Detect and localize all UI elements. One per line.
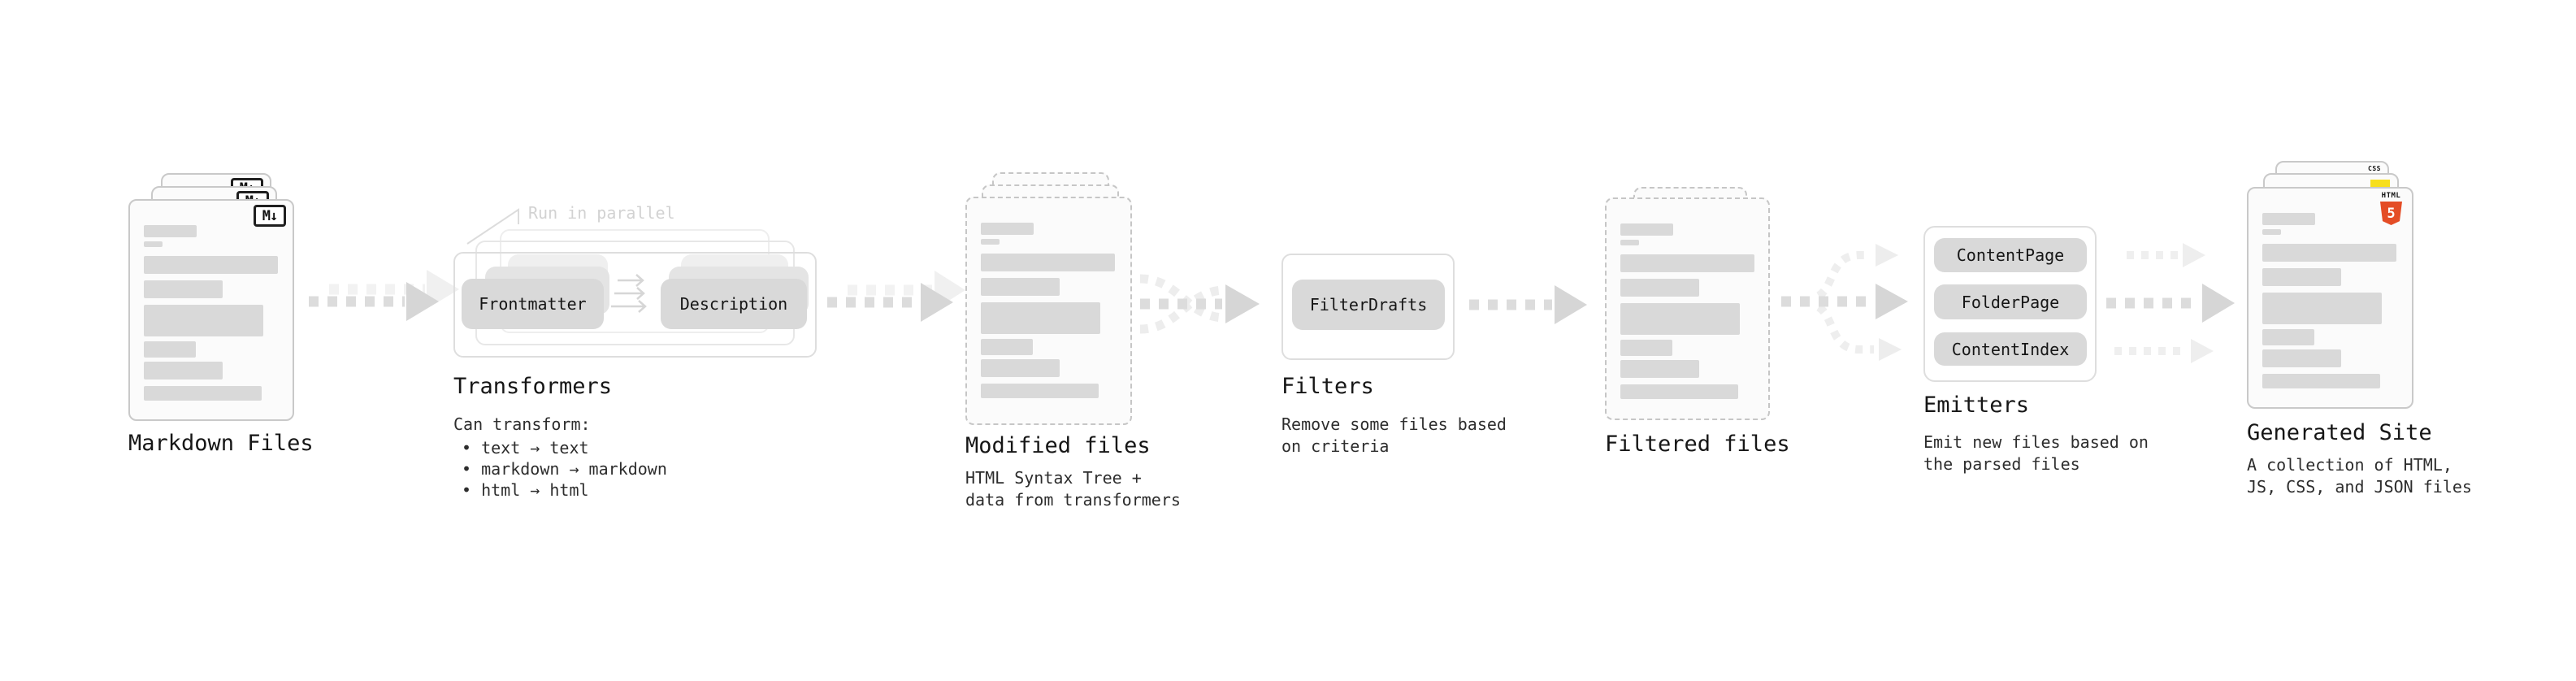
stage-description-filters: Remove some files based on criteria — [1281, 414, 1507, 456]
annotation-leader-line — [466, 208, 519, 245]
transform-bullet: • text → text — [462, 438, 589, 458]
stage-title-filtered-files: Filtered files — [1605, 432, 1790, 457]
filtered-doc-card-front — [1605, 197, 1770, 420]
skeleton-bar — [981, 384, 1099, 398]
generated-doc-card-html: HTML 5 — [2247, 187, 2413, 409]
pill-contentindex: ContentIndex — [1934, 332, 2087, 366]
skeleton-bar — [144, 256, 278, 274]
stage-title-generated-site: Generated Site — [2247, 420, 2432, 445]
html5-icon: HTML 5 — [2380, 193, 2402, 225]
flow-arrow-filtered-to-emitters — [1781, 244, 1908, 361]
skeleton-bar — [144, 341, 196, 358]
annotation-run-in-parallel: Run in parallel — [528, 203, 675, 223]
skeleton-bar — [2262, 374, 2380, 388]
skeleton-bar — [981, 223, 1034, 235]
skeleton-bar — [981, 254, 1115, 271]
skeleton-bar — [2262, 244, 2396, 262]
modified-doc-card-front — [965, 197, 1132, 425]
flow-arrow-filters-to-filtered — [1469, 285, 1587, 324]
skeleton-bar — [144, 241, 163, 247]
markdown-doc-card-front: M↓ — [128, 199, 294, 421]
skeleton-bar — [144, 305, 263, 336]
skeleton-bar — [2262, 268, 2341, 286]
skeleton-bar — [2262, 349, 2341, 367]
skeleton-bar — [144, 280, 223, 298]
flow-arrow-markdown-to-transformers — [309, 270, 459, 321]
skeleton-bar — [2262, 329, 2314, 345]
flow-arrow-emitters-to-generated — [2106, 243, 2235, 363]
flow-arrow-modified-to-filters — [1139, 274, 1260, 334]
skeleton-bar — [2262, 213, 2315, 225]
markdown-icon: M↓ — [254, 205, 286, 227]
skeleton-bar — [144, 386, 262, 401]
skeleton-bar — [144, 362, 223, 380]
stage-description-emitters: Emit new files based on the parsed files — [1923, 432, 2149, 474]
parallel-run-arrows — [611, 274, 647, 313]
skeleton-bar — [144, 225, 197, 237]
skeleton-bar — [1620, 303, 1740, 335]
skeleton-bar — [1620, 254, 1754, 272]
pill-description: Description — [661, 279, 807, 329]
transformer-box-front — [453, 252, 817, 358]
stage-description-heading: Can transform: — [453, 414, 591, 434]
stage-description-modified-files: HTML Syntax Tree + data from transformer… — [965, 468, 1181, 510]
skeleton-bar — [2262, 293, 2382, 324]
skeleton-bar — [981, 239, 1000, 245]
stage-description-generated-site: A collection of HTML, JS, CSS, and JSON … — [2247, 455, 2472, 497]
stage-title-transformers: Transformers — [453, 374, 613, 399]
pill-frontmatter: Frontmatter — [462, 279, 604, 329]
transform-bullet-list: • text → text • markdown → markdown • ht… — [462, 437, 667, 501]
skeleton-bar — [981, 359, 1060, 377]
skeleton-bar — [1620, 279, 1699, 297]
skeleton-bar — [981, 278, 1060, 296]
skeleton-bar — [2262, 229, 2281, 235]
emitters-box — [1923, 226, 2097, 382]
flow-arrow-transformers-to-modified — [827, 271, 965, 322]
stage-title-modified-files: Modified files — [965, 433, 1151, 458]
pill-contentpage: ContentPage — [1934, 238, 2087, 272]
skeleton-bar — [981, 302, 1100, 334]
skeleton-bar — [981, 339, 1033, 355]
skeleton-bar — [1620, 384, 1738, 399]
transform-bullet: • html → html — [462, 480, 589, 500]
stage-title-emitters: Emitters — [1923, 393, 2030, 418]
transform-bullet: • markdown → markdown — [462, 459, 667, 479]
skeleton-bar — [1620, 223, 1673, 236]
skeleton-bar — [1620, 240, 1639, 245]
stage-title-markdown-files: Markdown Files — [128, 431, 314, 456]
skeleton-bar — [1620, 360, 1699, 378]
stage-title-filters: Filters — [1281, 374, 1374, 399]
pill-folderpage: FolderPage — [1934, 284, 2087, 319]
pill-filterdrafts: FilterDrafts — [1292, 280, 1445, 330]
skeleton-bar — [1620, 340, 1672, 356]
filters-box — [1281, 254, 1455, 360]
